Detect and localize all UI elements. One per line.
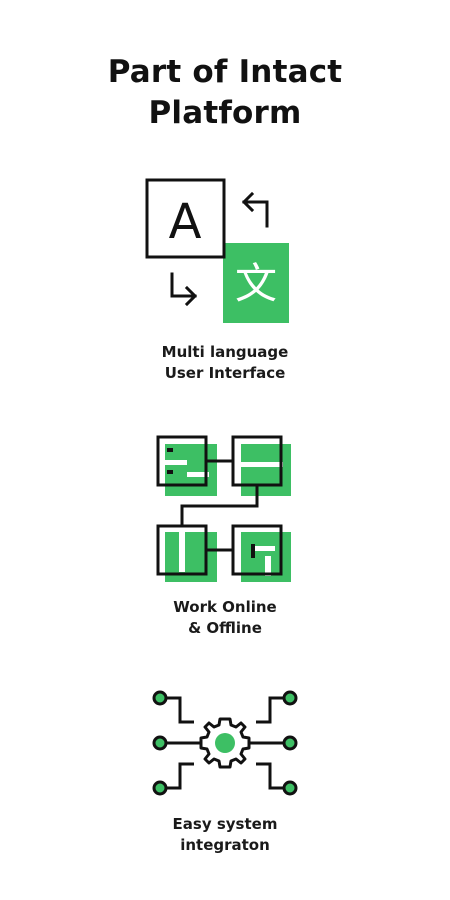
feature-work-offline: Work Online & Offline: [0, 432, 450, 639]
translate-source-box: [145, 178, 226, 259]
sync-windows-icon: [156, 435, 291, 582]
page-title: Part of Intact Platform: [0, 52, 450, 134]
gear-hub: [215, 733, 235, 753]
feature-multi-language: 文 A Multi language User Interface: [0, 176, 450, 384]
network-nodes: [152, 690, 298, 796]
gear-network-icon: [152, 690, 298, 796]
gear-icon: [199, 717, 251, 769]
translate-target-glyph: 文: [235, 259, 277, 308]
translate-icon: 文 A: [145, 178, 289, 323]
arrow-return-right-icon: [170, 272, 198, 307]
feature-caption: Multi language User Interface: [0, 342, 450, 384]
page-title-line-2: Platform: [148, 95, 302, 131]
feature-caption-line-1: Multi language: [161, 343, 289, 361]
feature-caption-line-2: integraton: [180, 836, 270, 854]
arrow-return-left-icon: [241, 191, 269, 228]
translate-source-glyph: A: [169, 194, 202, 250]
feature-caption-line-1: Easy system: [172, 815, 278, 833]
feature-caption-line-1: Work Online: [173, 598, 277, 616]
feature-caption: Easy system integraton: [0, 814, 450, 856]
network-lines: [162, 696, 288, 790]
window-marks: [167, 448, 255, 558]
translate-target-box: [223, 243, 289, 323]
feature-caption-line-2: & Offline: [188, 619, 262, 637]
feature-system-integration: Easy system integraton: [0, 686, 450, 856]
feature-caption: Work Online & Offline: [0, 597, 450, 639]
window-gaps: [165, 460, 283, 576]
feature-caption-line-2: User Interface: [164, 364, 286, 382]
page-title-line-1: Part of Intact: [107, 54, 343, 90]
window-connectors: [180, 459, 259, 552]
